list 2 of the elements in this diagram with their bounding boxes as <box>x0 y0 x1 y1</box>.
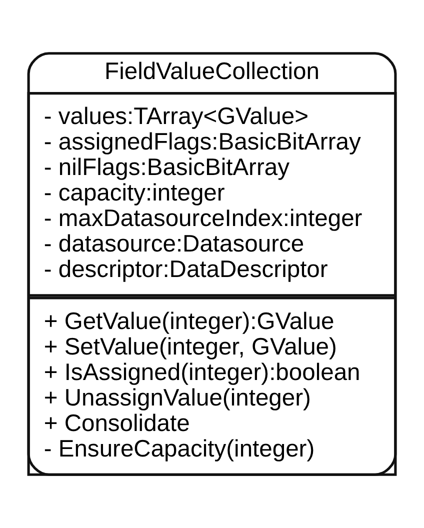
node-box: + GetValue(integer):GValue + SetValue(integer, GValue) + IsAssigned(integer):boolean + UnassignValue(integer) + Consolidate - EnsureCapacity(integer) <box>27 296 397 476</box>
node-box: - values:TArray<GValue> - assignedFlags:BasicBitArray - nilFlags:BasicBitArray - capacity:integer - maxDatasourceIndex:integer - datasource:Datasource - descriptor:DataDescriptor <box>27 92 397 297</box>
